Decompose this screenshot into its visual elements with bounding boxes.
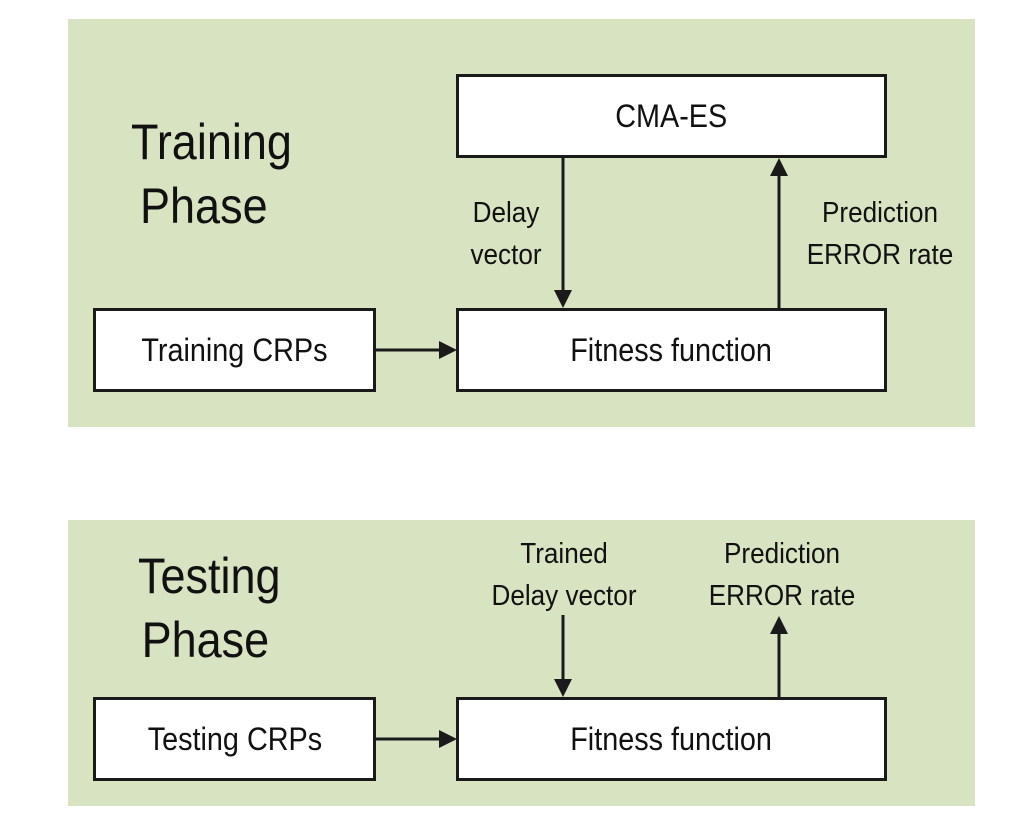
- testing-title-line2: Phase: [141, 612, 270, 668]
- training-title-line1: Training: [131, 114, 292, 170]
- training-delay-line1: Delay: [472, 197, 540, 229]
- cma-es-label: CMA-ES: [615, 97, 728, 134]
- training-fitness-function-box: Fitness function: [456, 308, 887, 392]
- testing-error-line1: Prediction: [723, 538, 841, 570]
- testing-fitness-function-label: Fitness function: [570, 720, 773, 757]
- training-delay-vector-label: Delay vector: [446, 192, 566, 276]
- training-crps-label: Training CRPs: [141, 331, 328, 368]
- training-crps-box: Training CRPs: [93, 308, 376, 392]
- testing-crps-box: Testing CRPs: [93, 697, 376, 781]
- training-phase-title: Training Phase: [131, 110, 292, 238]
- testing-delay-line1: Trained: [520, 538, 608, 570]
- training-delay-line2: vector: [470, 239, 542, 271]
- testing-error-line2: ERROR rate: [708, 580, 856, 612]
- training-error-line1: Prediction: [821, 197, 939, 229]
- cma-es-box: CMA-ES: [456, 74, 887, 158]
- testing-prediction-error-label: Prediction ERROR rate: [692, 533, 872, 617]
- testing-title-line1: Testing: [138, 548, 281, 604]
- training-fitness-function-label: Fitness function: [570, 331, 773, 368]
- training-error-line2: ERROR rate: [806, 239, 954, 271]
- testing-crps-label: Testing CRPs: [147, 720, 322, 757]
- testing-phase-title: Testing Phase: [138, 544, 281, 672]
- training-title-line2: Phase: [140, 178, 268, 234]
- training-prediction-error-label: Prediction ERROR rate: [790, 192, 970, 276]
- testing-trained-delay-vector-label: Trained Delay vector: [474, 533, 654, 617]
- testing-delay-line2: Delay vector: [491, 580, 637, 612]
- testing-fitness-function-box: Fitness function: [456, 697, 887, 781]
